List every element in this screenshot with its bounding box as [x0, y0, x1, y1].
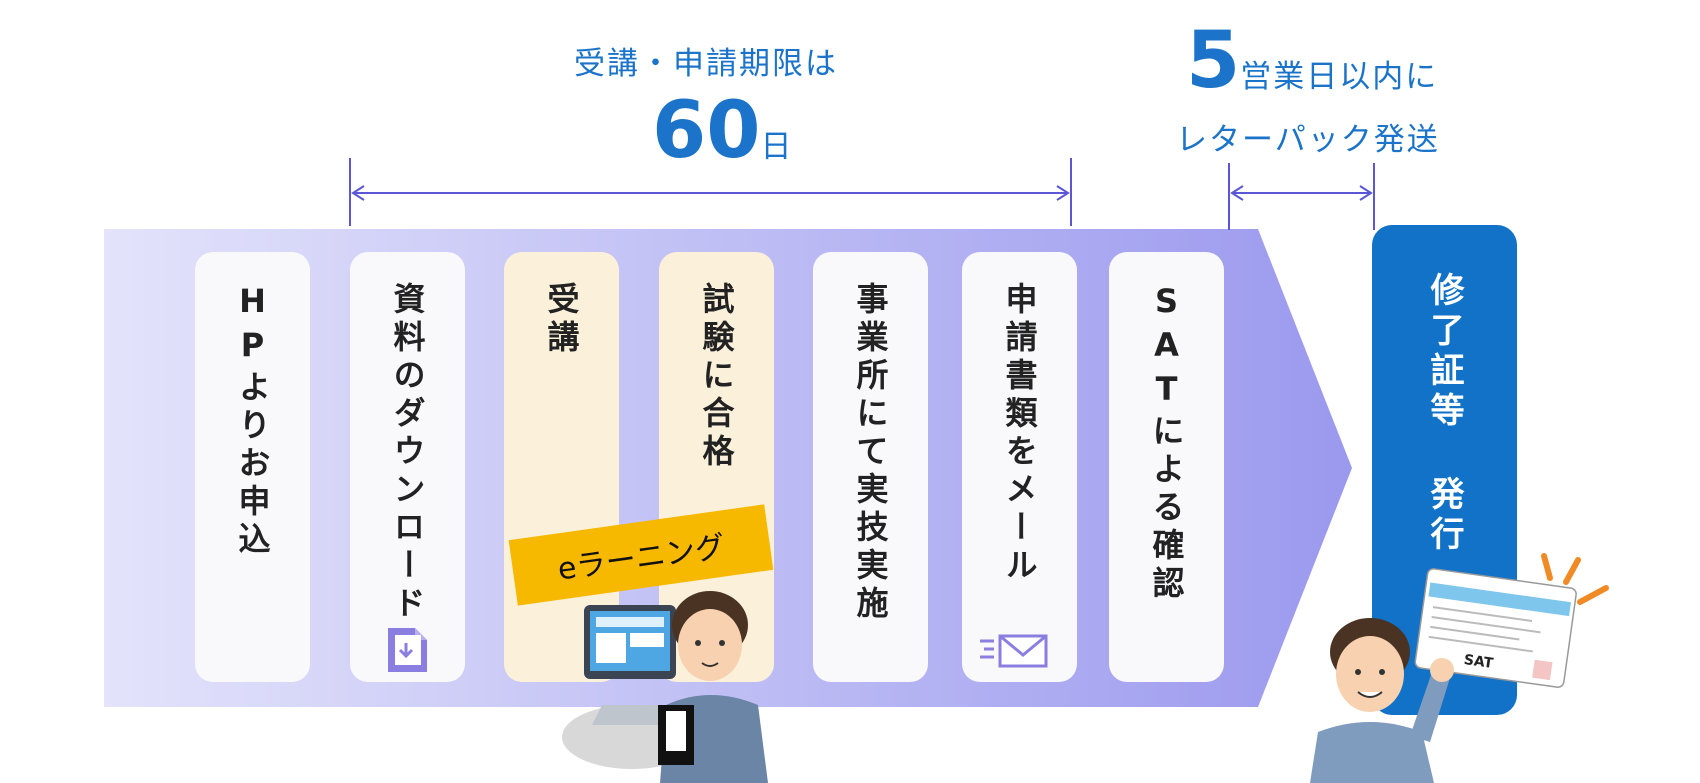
mail-icon — [980, 634, 1048, 668]
deadline-number: 60 — [652, 86, 761, 176]
step-label: 申請書類をメール — [1000, 282, 1039, 586]
shipping-days-label: 営業日以内に — [1240, 59, 1439, 95]
step-label: 受講 — [542, 282, 581, 358]
final-step-label-2: 発行 — [1372, 476, 1517, 556]
deadline-unit: 日 — [760, 129, 792, 165]
person-at-computer-illustration — [562, 591, 768, 783]
final-line2: 発行 — [1424, 476, 1464, 556]
shipping-dimension-line — [1228, 163, 1375, 230]
step-label: 資料のダウンロード — [388, 282, 427, 624]
deadline-value: 60日 — [652, 92, 792, 170]
step-label: 試験に合格 — [697, 282, 736, 472]
step-card-send-documents: 申請書類をメール — [962, 252, 1077, 682]
deadline-dimension-line — [349, 158, 1072, 226]
step-card-sat-check: SATによる確認 — [1109, 252, 1224, 682]
shipping-line1: 5営業日以内に — [1186, 22, 1438, 100]
step-card-download: 資料のダウンロード — [350, 252, 465, 682]
sparkle-icon — [1541, 553, 1609, 605]
deadline-label: 受講・申請期限は — [574, 46, 838, 82]
step-card-practical: 事業所にて実技実施 — [813, 252, 928, 682]
step-label: 事業所にて実技実施 — [851, 282, 890, 624]
shipping-method-label: レターパック発送 — [1176, 122, 1440, 158]
person-with-certificate-illustration — [1310, 618, 1454, 783]
step-label: SATによる確認 — [1147, 282, 1186, 604]
download-document-icon — [388, 628, 427, 672]
final-line1: 修了証等 — [1424, 272, 1464, 432]
step-card-apply: HPよりお申込 — [195, 252, 310, 682]
step-label: HPよりお申込 — [233, 282, 272, 560]
final-step-label: 修了証等 — [1372, 272, 1517, 432]
certificate-card-illustration: SAT — [1414, 568, 1577, 688]
shipping-number: 5 — [1186, 16, 1241, 106]
certificate-brand: SAT — [1463, 652, 1495, 672]
